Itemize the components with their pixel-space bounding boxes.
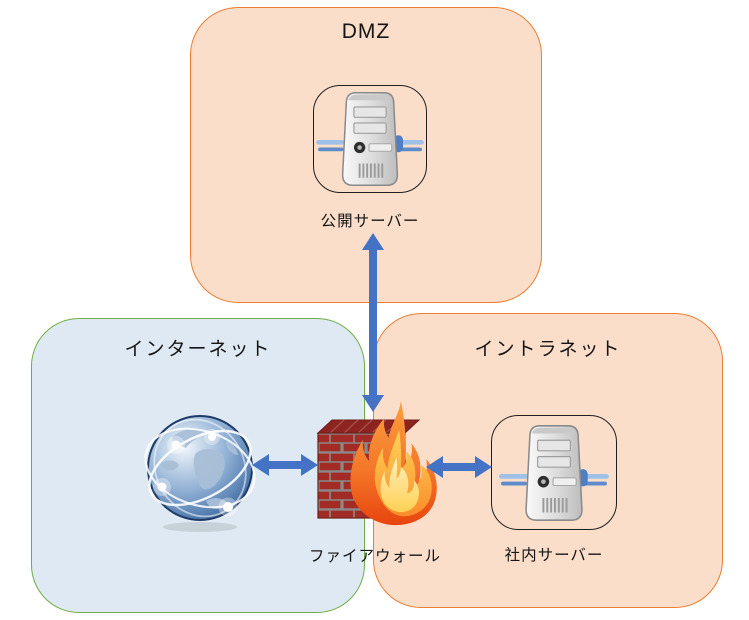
- zone-title-dmz: DMZ: [341, 20, 391, 43]
- public-server-box: [313, 85, 427, 193]
- firewall-icon: [316, 400, 437, 526]
- server-icon: [499, 424, 609, 521]
- server-icon: [316, 91, 424, 187]
- zone-title-internet: インターネット: [124, 339, 272, 360]
- zone-title-intranet: イントラネット: [474, 339, 622, 360]
- firewall-label: ファイアウォール: [308, 548, 441, 565]
- internal-server-label: 社内サーバー: [504, 547, 604, 564]
- arrow-firewall-internal-server: [426, 456, 492, 478]
- internal-server-box: [491, 415, 617, 530]
- arrow-internet-firewall: [252, 454, 318, 476]
- public-server-label: 公開サーバー: [320, 213, 420, 230]
- globe-icon: [144, 415, 256, 532]
- arrow-firewall-public-server: [362, 233, 384, 412]
